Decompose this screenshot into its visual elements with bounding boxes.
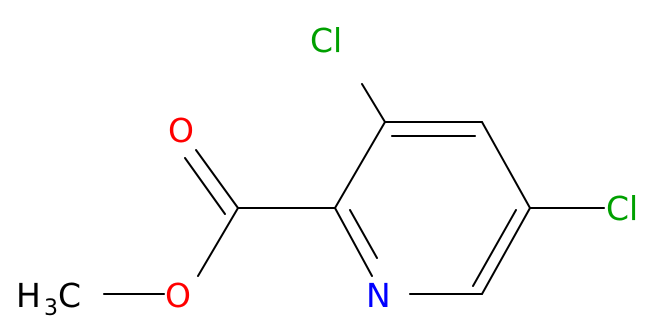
chlorine-right-label: Cl — [606, 189, 638, 228]
bond-n-c2 — [334, 207, 373, 277]
carbonyl-oxygen-label: O — [168, 111, 194, 150]
methyl-h: H — [16, 276, 41, 315]
bond-c2-c3 — [334, 121, 386, 209]
bond-c-oester — [197, 207, 239, 277]
bond-n-c2-inner — [349, 209, 378, 259]
chlorine-top-label: Cl — [310, 21, 342, 60]
ester-oxygen-label: O — [165, 276, 191, 315]
methyl-c-label: C — [58, 276, 81, 315]
bond-co-double-b — [184, 157, 226, 215]
ring-nitrogen-label: N — [366, 276, 391, 315]
bond-c4-c5 — [481, 121, 531, 209]
bond-c3-cl — [361, 83, 386, 123]
bond-c5-c6 — [481, 207, 531, 295]
bond-c5-c6-inner — [472, 209, 517, 287]
methyl-h-label: H — [16, 276, 41, 315]
methyl-subscript: 3 — [44, 296, 58, 321]
bond-co-double-a — [195, 149, 239, 209]
bonds — [103, 83, 605, 295]
